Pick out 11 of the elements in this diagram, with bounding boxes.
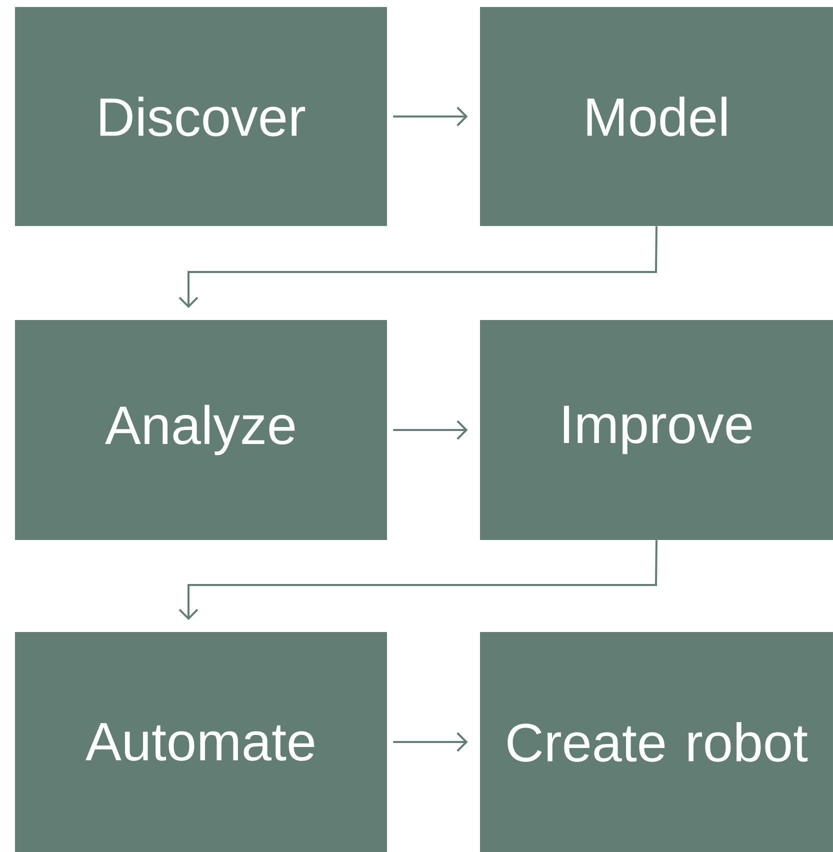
process-box: Analyze bbox=[15, 320, 387, 540]
arrow bbox=[178, 226, 658, 308]
process-box: Model bbox=[480, 7, 833, 226]
arrow bbox=[393, 732, 468, 752]
arrow bbox=[178, 540, 658, 620]
process-box: Improve bbox=[480, 320, 833, 540]
process-box: Discover bbox=[15, 7, 387, 226]
process-box: Automate bbox=[15, 632, 387, 852]
arrow bbox=[393, 106, 468, 126]
arrow bbox=[393, 420, 468, 440]
process-box: Create robot bbox=[480, 632, 833, 852]
